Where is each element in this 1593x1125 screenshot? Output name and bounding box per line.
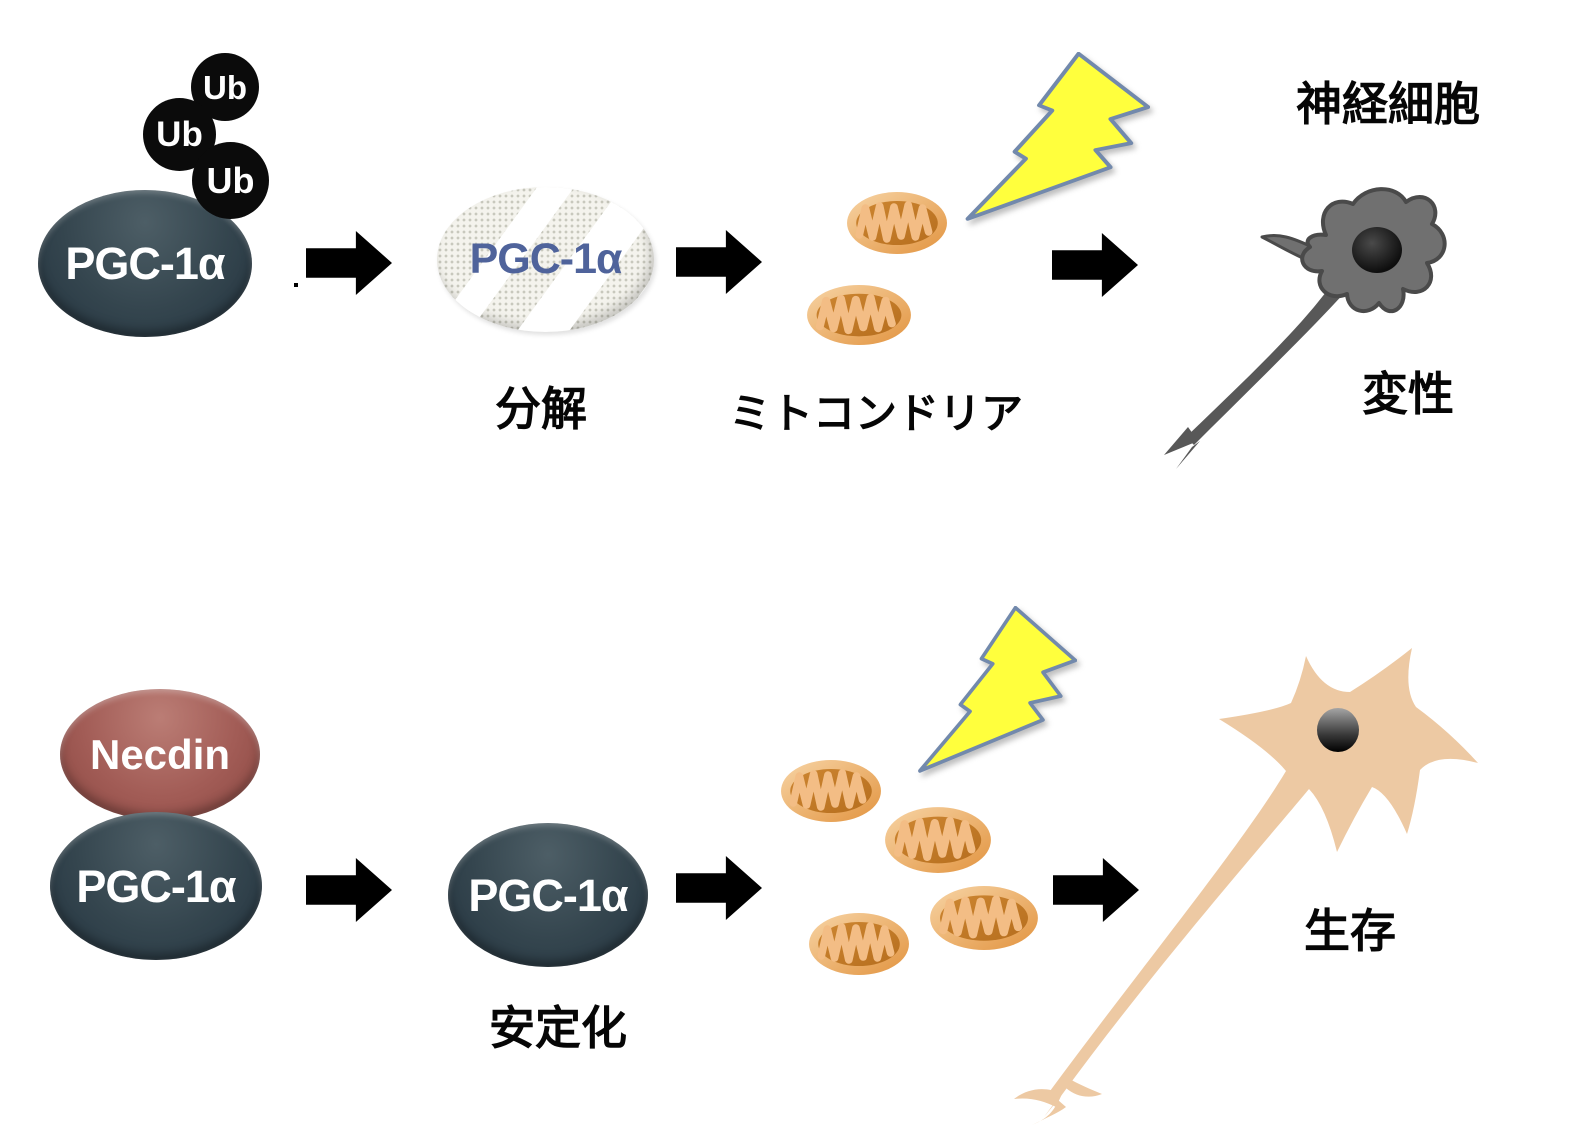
ubiquitin-label: Ub: [203, 68, 247, 106]
mitochondrion-icon: [846, 191, 948, 255]
stabilization-caption: 安定化: [489, 1002, 627, 1054]
degradation-caption: 分解: [495, 383, 587, 435]
healthy-neuron-icon: [1014, 648, 1478, 1125]
lightning-bolt-icon: [962, 52, 1150, 224]
mitochondrion-icon: [780, 759, 882, 823]
pgc1a-label: PGC-1α: [469, 235, 623, 283]
ubiquitin-label: Ub: [156, 115, 203, 154]
degeneration-caption: 変性: [1362, 368, 1454, 420]
ubiquitin-badge: Ub: [192, 142, 269, 219]
mitochondrion-icon: [884, 806, 992, 874]
pgc1a-protein-stabilized: PGC-1α: [448, 823, 648, 967]
necdin-protein: Necdin: [60, 689, 260, 820]
arrow-right-icon: [306, 231, 392, 295]
pgc1a-label: PGC-1α: [468, 869, 628, 921]
pgc1a-label: PGC-1α: [65, 238, 225, 289]
arrow-right-icon: [676, 230, 762, 294]
arrow-right-icon: [676, 856, 762, 920]
necdin-label: Necdin: [89, 730, 231, 778]
survival-caption: 生存: [1304, 905, 1396, 957]
pgc1a-protein-degraded: PGC-1α: [437, 187, 654, 332]
mitochondrion-icon: [806, 284, 912, 346]
arrow-right-icon: [1052, 233, 1138, 297]
degenerating-neuron-icon: [1164, 187, 1447, 469]
pgc1a-label: PGC-1α: [76, 860, 236, 912]
stray-dot: [294, 283, 298, 287]
arrow-right-icon: [306, 858, 392, 922]
mitochondrion-icon: [808, 912, 910, 976]
mitochondria-caption: ミトコンドリア: [728, 390, 1023, 437]
ubiquitin-label: Ub: [206, 159, 255, 201]
pgc1a-protein-bound: PGC-1α: [50, 812, 262, 960]
nerve-cell-caption: 神経細胞: [1296, 78, 1480, 130]
